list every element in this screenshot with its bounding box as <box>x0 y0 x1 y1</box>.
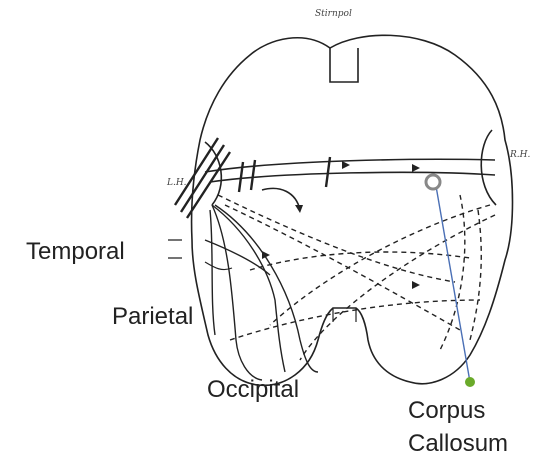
callosal-tract-upper <box>205 159 495 172</box>
corpus-callosum-label-line1: Corpus <box>408 399 485 423</box>
corpus-callosum-marker-ring <box>426 175 440 189</box>
corpus-callosum-arc <box>262 188 300 210</box>
top-notch <box>330 48 358 82</box>
left-hemisphere-label: L.H. <box>167 178 187 188</box>
corpus-callosum-pointer-dot <box>465 377 475 387</box>
corpus-callosum-label-line2: Callosum <box>408 432 508 456</box>
tract-arrow <box>342 161 350 169</box>
corpus-callosum-pointer-line <box>436 186 470 382</box>
temporal-lines <box>168 240 182 258</box>
tract-arrow <box>412 281 420 289</box>
parietal-label: Parietal <box>112 305 193 329</box>
stirnpol-label: Stirnpol <box>315 9 352 19</box>
right-pole-arc <box>481 130 496 205</box>
brain-outline <box>192 35 513 385</box>
temporal-label: Temporal <box>26 240 125 264</box>
right-hemisphere-label: R.H. <box>510 150 530 160</box>
tract-arrow <box>295 205 303 213</box>
occipital-label: Occipital <box>207 378 299 402</box>
tract-arrow <box>412 164 420 172</box>
